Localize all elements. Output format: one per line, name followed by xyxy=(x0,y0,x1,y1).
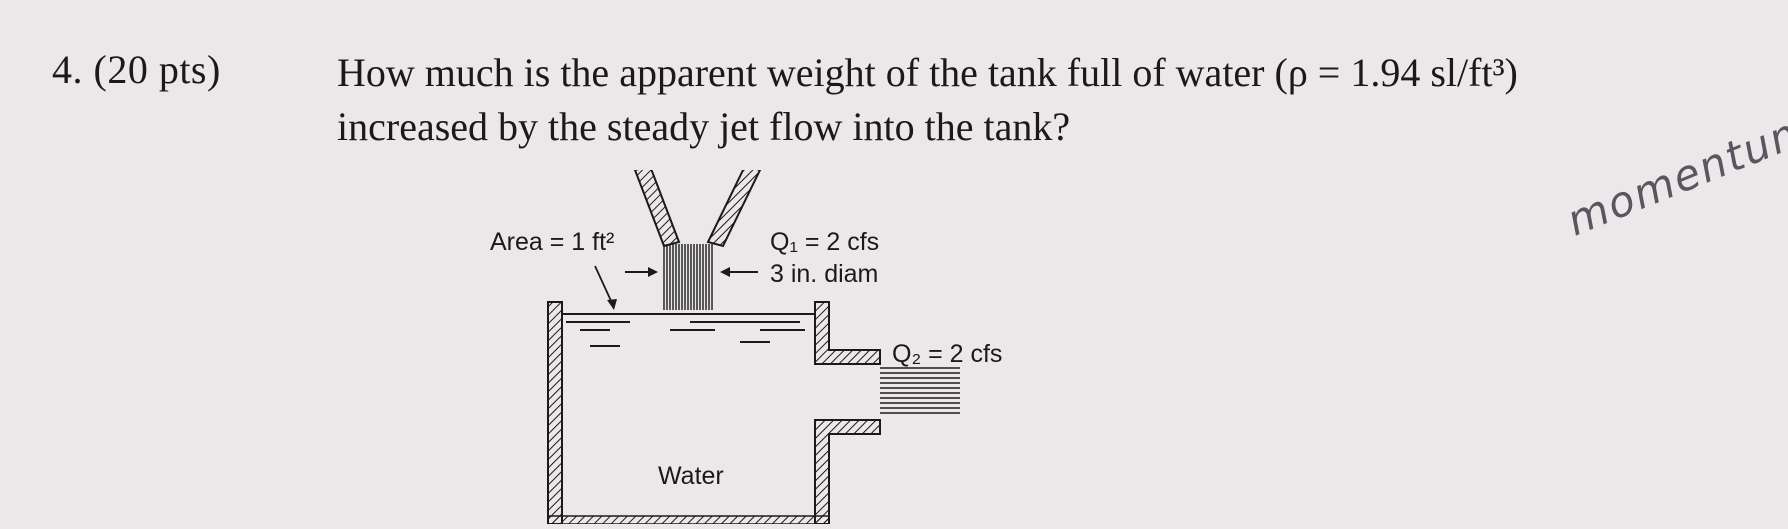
tank-left-wall xyxy=(547,301,563,525)
tank-bottom xyxy=(547,515,830,525)
water-jet xyxy=(663,244,713,310)
diam-label: 3 in. diam xyxy=(770,260,879,288)
tank-diagram xyxy=(547,164,960,525)
q2-label: Q₂ = 2 cfs xyxy=(892,340,1003,368)
question-text: How much is the apparent weight of the t… xyxy=(337,46,1737,154)
nozzle-right-wall xyxy=(706,164,762,248)
tank-right-wall-upper xyxy=(814,301,881,365)
nozzle-left-wall xyxy=(633,164,681,248)
water-label: Water xyxy=(658,462,724,490)
tank-right-wall-lower xyxy=(814,419,881,525)
area-pointer xyxy=(594,265,613,304)
water-surface xyxy=(562,313,815,347)
question-line-1: How much is the apparent weight of the t… xyxy=(337,50,1518,95)
question-number: 4. (20 pts) xyxy=(52,47,221,92)
tank-figure: Area = 1 ft² Q₁ = 2 cfs 3 in. diam Q₂ = … xyxy=(490,164,1100,529)
question-line-2: increased by the steady jet flow into th… xyxy=(337,104,1071,149)
area-label: Area = 1 ft² xyxy=(490,228,615,256)
q1-label: Q₁ = 2 cfs xyxy=(770,228,880,256)
outlet-jet xyxy=(880,367,960,414)
